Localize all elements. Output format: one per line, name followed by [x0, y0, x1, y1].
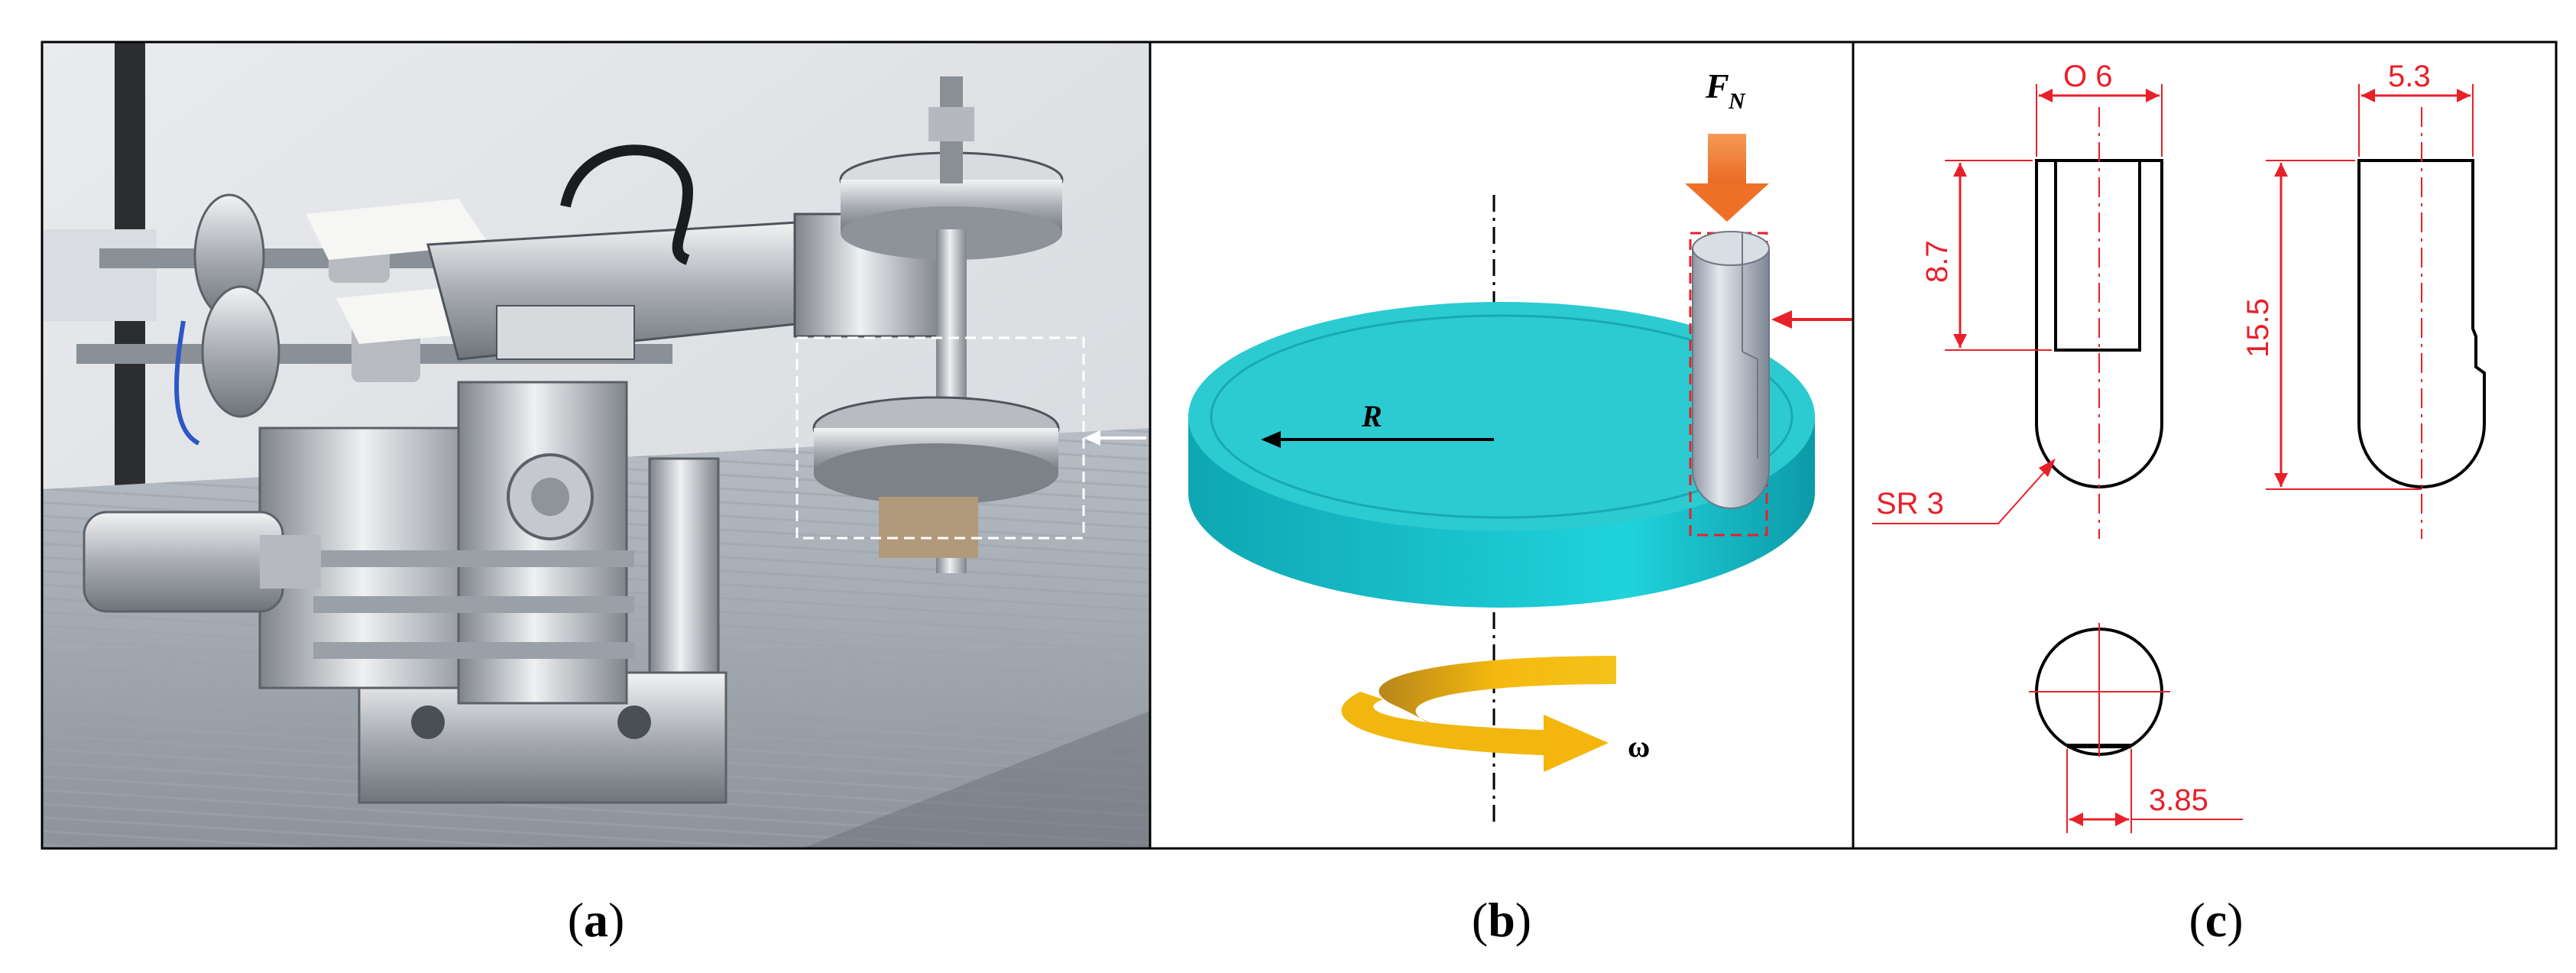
- dim-text-height: 15.5: [2241, 298, 2275, 358]
- guide-rod: [313, 550, 634, 567]
- pin-side-view: [2357, 159, 2486, 488]
- force-arrowhead-icon: [1685, 183, 1769, 222]
- caption-c: (c): [2189, 893, 2243, 947]
- rotation-arrowhead-icon: [1544, 715, 1609, 772]
- disc-groove: [1210, 314, 1793, 519]
- pin-body: [1692, 248, 1770, 509]
- sr-leader-line: [1872, 465, 2050, 524]
- pin-step: [1742, 351, 1758, 459]
- wall-panel: [42, 229, 157, 321]
- panel-c-drawing: O 6 5.3 8.7 15.5 SR 3 3.85: [1872, 60, 2486, 833]
- side-block: [648, 457, 720, 674]
- guide-rod: [313, 642, 634, 659]
- force-label: F: [1705, 66, 1729, 105]
- caption-a: (a): [568, 893, 625, 947]
- figure-border: [41, 41, 2558, 850]
- micrometer-head: [83, 511, 284, 613]
- bolt-icon: [617, 705, 651, 739]
- detail-pointer-arrowhead-icon: [1771, 310, 1792, 329]
- pointer-arrowhead-icon: [1084, 430, 1100, 446]
- pin-front-view: [2035, 159, 2163, 488]
- blue-wire: [174, 320, 200, 446]
- dim-text-width: 5.3: [2388, 60, 2431, 93]
- bolt-icon: [411, 705, 445, 739]
- disc-top: [1188, 302, 1815, 531]
- dim-text-flat-offset: 3.85: [2149, 783, 2208, 817]
- knob-icon: [201, 285, 280, 418]
- drive-coupling: [879, 497, 978, 558]
- panel-b-schematic: ω R F N: [1188, 66, 1853, 822]
- dim-text-slot-depth: 8.7: [1920, 240, 1954, 283]
- force-sensor: [496, 305, 635, 360]
- dim-text-diameter: O 6: [2063, 60, 2112, 93]
- dim-text-sphere-radius: SR 3: [1876, 487, 1944, 521]
- radius-arrowhead-icon: [1261, 431, 1281, 448]
- sample-disc-bottom: [814, 443, 1058, 504]
- micrometer-barrel: [260, 535, 321, 589]
- panel-a-photo: [42, 42, 1150, 848]
- guide-rod: [313, 596, 634, 613]
- radius-label: R: [1361, 399, 1382, 433]
- rotation-band-back: [1379, 656, 1616, 726]
- force-subscript: N: [1728, 89, 1746, 114]
- table-edge: [802, 711, 1150, 848]
- weight-nut: [928, 107, 974, 141]
- sensor-cable: [560, 144, 694, 265]
- pin-top: [1692, 231, 1770, 266]
- adjust-knob-center: [531, 478, 569, 516]
- rotation-band-front: [1341, 692, 1544, 755]
- sr-leader-arrowhead-icon: [2039, 459, 2056, 477]
- pin-slot-outline: [2054, 161, 2141, 352]
- force-arrow-shaft: [1708, 134, 1746, 187]
- omega-label: ω: [1628, 729, 1650, 764]
- caption-b: (b): [1472, 893, 1531, 947]
